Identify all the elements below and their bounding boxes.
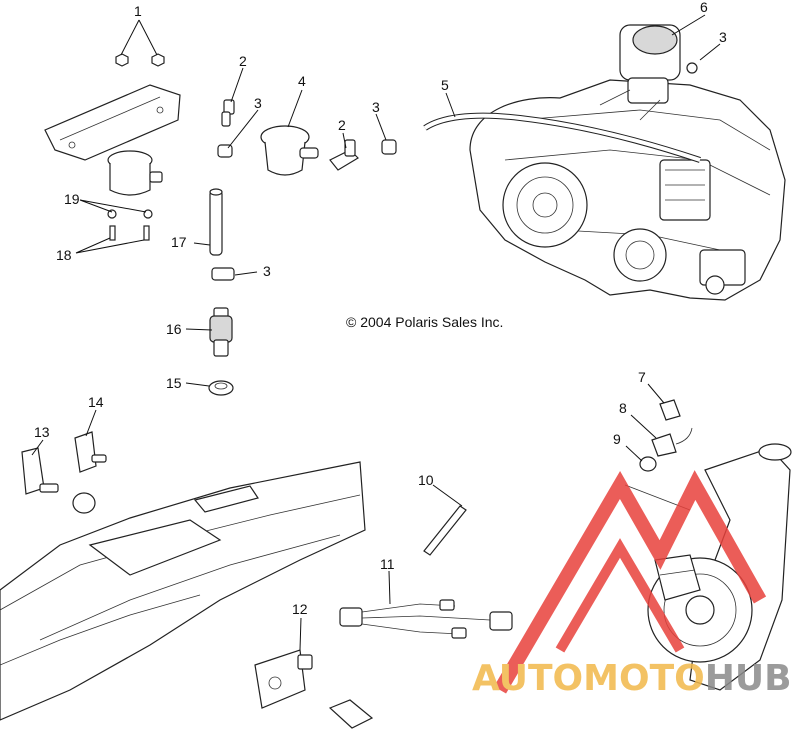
- grommet-set: [107, 209, 153, 241]
- callout-6: 6: [700, 0, 708, 15]
- callout-3c: 3: [263, 263, 271, 279]
- callout-14: 14: [88, 394, 104, 410]
- watermark-logo-icon: [493, 470, 767, 694]
- svg-text:AUTOMOTOHUB: AUTOMOTOHUB: [472, 658, 792, 699]
- mounting-bracket: [44, 84, 181, 161]
- hose-clamp: [217, 144, 233, 158]
- callout-11: 11: [380, 556, 395, 572]
- callout-labels: 1 2 3 4 2 3 3 5 6 3 19 18 17 3 16 15 7 8…: [34, 0, 727, 617]
- callout-17: 17: [171, 234, 187, 250]
- elbow-fitting: [221, 99, 235, 127]
- grommet-14: [74, 431, 107, 473]
- callout-3b: 3: [372, 99, 380, 115]
- callout-8: 8: [619, 400, 627, 416]
- copyright-notice: © 2004 Polaris Sales Inc.: [346, 314, 503, 330]
- callout-3: 3: [254, 95, 262, 111]
- callout-10: 10: [418, 472, 434, 488]
- callout-12: 12: [292, 601, 308, 617]
- callout-13: 13: [34, 424, 50, 440]
- callout-16: 16: [166, 321, 182, 337]
- watermark: AUTOMOTOHUB: [472, 470, 792, 699]
- callout-2b: 2: [338, 117, 346, 133]
- frame-rail: [0, 461, 366, 721]
- engine-assembly: [469, 24, 786, 301]
- callout-18: 18: [56, 247, 72, 263]
- callout-2: 2: [239, 53, 247, 69]
- inline-filter: [209, 307, 233, 357]
- speed-sensor: [639, 399, 693, 472]
- hose-clamp-2: [381, 139, 397, 155]
- callout-3d: 3: [719, 29, 727, 45]
- callout-4: 4: [298, 73, 306, 89]
- callout-5: 5: [441, 77, 449, 93]
- hose-clamp-3: [211, 267, 235, 281]
- callout-7: 7: [638, 369, 646, 385]
- callout-19: 19: [64, 191, 80, 207]
- leader-lines: [31, 14, 721, 651]
- watermark-text-main: AUTOMOTO: [472, 658, 705, 699]
- sensor-rod: [423, 505, 467, 556]
- watermark-text-hub: HUB: [705, 658, 792, 699]
- sensor-bracket: [254, 649, 313, 709]
- callout-1: 1: [134, 3, 142, 19]
- rubber-grommet: [208, 380, 234, 396]
- pressure-switch: [328, 699, 374, 729]
- callout-15: 15: [166, 375, 182, 391]
- thermo-switch: [260, 125, 319, 176]
- grommet-13: [21, 447, 59, 495]
- spindle-assembly: [647, 443, 792, 691]
- grommet-ring: [72, 492, 96, 514]
- nut-pair: [115, 53, 165, 67]
- angled-fitting: [329, 139, 359, 171]
- callout-9: 9: [613, 431, 621, 447]
- reservoir: [107, 150, 163, 196]
- wire-harness: [339, 599, 513, 639]
- tube-17: [209, 188, 223, 256]
